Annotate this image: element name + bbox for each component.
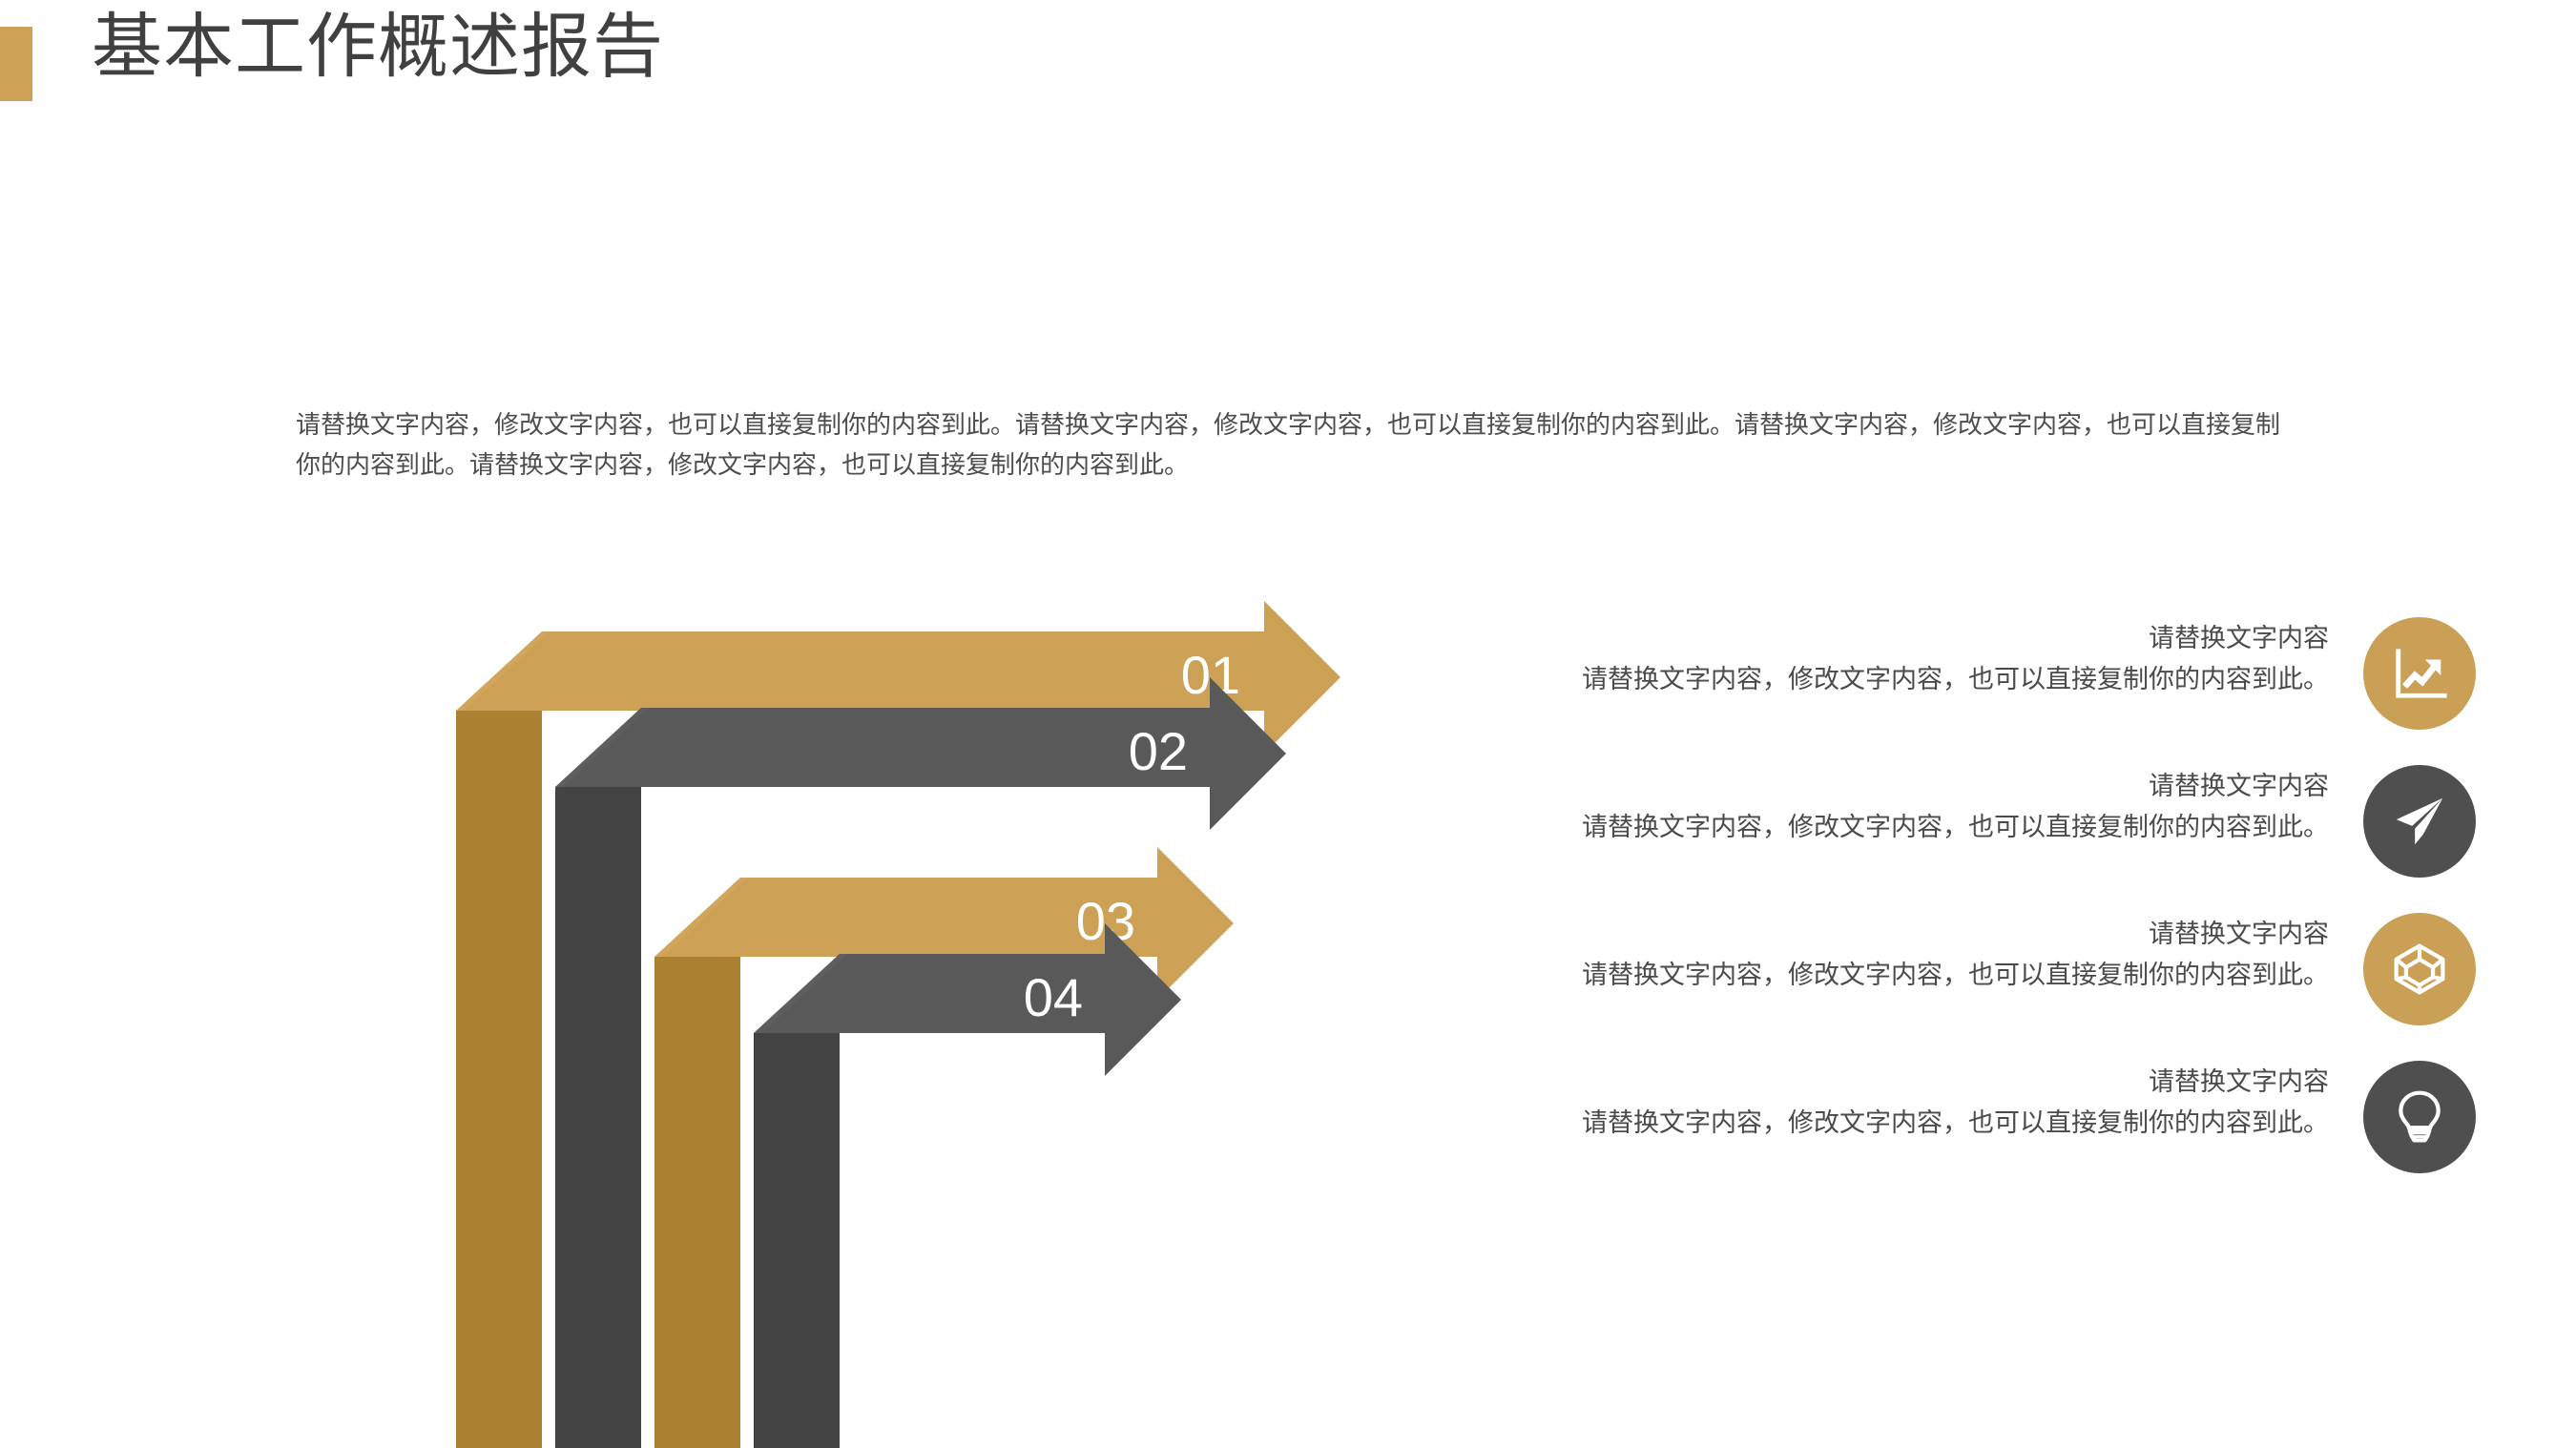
intro-paragraph: 请替换文字内容，修改文字内容，也可以直接复制你的内容到此。请替换文字内容，修改文… xyxy=(296,410,2281,480)
arrow-01-vertical-leg xyxy=(456,711,542,1448)
arrow-02-bend-bevel xyxy=(555,708,641,787)
page-title: 基本工作概述报告 xyxy=(92,7,664,86)
arrow-04-body xyxy=(840,923,1181,1076)
list-item-description: 请替换文字内容，修改文字内容，也可以直接复制你的内容到此。 xyxy=(1582,960,2329,989)
arrow-01-number: 01 xyxy=(1181,645,1240,705)
arrow-03-bevel-highlight xyxy=(654,878,748,957)
list-item[interactable]: 请替换文字内容 请替换文字内容，修改文字内容，也可以直接复制你的内容到此。 xyxy=(1388,615,2476,763)
list-item[interactable]: 请替换文字内容 请替换文字内容，修改文字内容，也可以直接复制你的内容到此。 xyxy=(1388,1059,2476,1207)
list-item-text: 请替换文字内容 请替换文字内容，修改文字内容，也可以直接复制你的内容到此。 xyxy=(1537,911,2363,994)
list-item-title: 请替换文字内容 xyxy=(2149,624,2329,652)
arrow-step-02: 02 xyxy=(555,677,1286,1448)
list-item[interactable]: 请替换文字内容 请替换文字内容，修改文字内容，也可以直接复制你的内容到此。 xyxy=(1388,911,2476,1059)
arrow-03-bend-bevel xyxy=(654,878,740,957)
list-item-description: 请替换文字内容，修改文字内容，也可以直接复制你的内容到此。 xyxy=(1582,1107,2329,1137)
chart-growth-icon xyxy=(2363,617,2476,730)
list-item-text: 请替换文字内容 请替换文字内容，修改文字内容，也可以直接复制你的内容到此。 xyxy=(1537,1059,2363,1142)
wireframe-cube-icon xyxy=(2363,913,2476,1025)
list-item[interactable]: 请替换文字内容 请替换文字内容，修改文字内容，也可以直接复制你的内容到此。 xyxy=(1388,763,2476,911)
arrow-03-number: 03 xyxy=(1076,891,1135,951)
arrow-01-bevel-highlight xyxy=(456,631,550,711)
arrow-04-vertical-leg xyxy=(754,1033,840,1448)
list-item-text: 请替换文字内容 请替换文字内容，修改文字内容，也可以直接复制你的内容到此。 xyxy=(1537,763,2363,846)
title-accent-bar xyxy=(0,27,32,101)
list-item-description: 请替换文字内容，修改文字内容，也可以直接复制你的内容到此。 xyxy=(1582,664,2329,693)
list-item-title: 请替换文字内容 xyxy=(2149,772,2329,800)
arrow-step-04: 04 xyxy=(754,923,1181,1448)
list-item-text: 请替换文字内容 请替换文字内容，修改文字内容，也可以直接复制你的内容到此。 xyxy=(1537,615,2363,698)
arrow-02-body xyxy=(641,677,1286,830)
arrow-03-body xyxy=(740,847,1234,1000)
arrow-04-bevel-highlight xyxy=(754,954,847,1033)
list-item-title: 请替换文字内容 xyxy=(2149,1067,2329,1096)
item-list: 请替换文字内容 请替换文字内容，修改文字内容，也可以直接复制你的内容到此。 请替… xyxy=(1388,615,2476,1207)
list-item-title: 请替换文字内容 xyxy=(2149,920,2329,948)
paper-plane-icon xyxy=(2363,765,2476,878)
arrow-01-body xyxy=(542,601,1340,754)
arrow-step-03: 03 xyxy=(654,847,1234,1448)
arrow-04-number: 04 xyxy=(1024,967,1083,1027)
arrow-01-bend-bevel xyxy=(456,631,542,711)
arrow-02-number: 02 xyxy=(1129,721,1188,781)
lightbulb-icon xyxy=(2363,1061,2476,1173)
arrow-02-bevel-highlight xyxy=(555,708,649,787)
arrow-step-01: 01 xyxy=(456,601,1340,1448)
arrow-02-vertical-leg xyxy=(555,787,641,1448)
list-item-description: 请替换文字内容，修改文字内容，也可以直接复制你的内容到此。 xyxy=(1582,812,2329,841)
arrow-03-vertical-leg xyxy=(654,957,740,1448)
arrow-04-bend-bevel xyxy=(754,954,840,1033)
